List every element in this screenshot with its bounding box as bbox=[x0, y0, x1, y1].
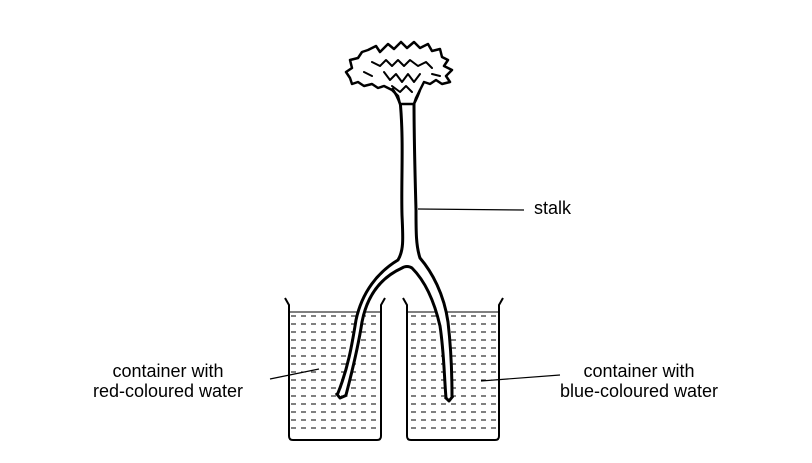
blue-container-label-line2: blue-coloured water bbox=[559, 381, 719, 401]
stalk-label: stalk bbox=[534, 198, 572, 218]
stalk-left-tip bbox=[334, 392, 348, 400]
left-beaker-outline bbox=[284, 297, 386, 441]
flower-head bbox=[344, 40, 454, 106]
red-container-leader-line bbox=[269, 368, 320, 380]
flower-base bbox=[390, 87, 422, 105]
left-water bbox=[289, 313, 379, 435]
blue-container-label: container with blue-coloured water bbox=[538, 361, 740, 401]
red-container-label-line1: container with bbox=[112, 361, 224, 381]
flower-outline bbox=[344, 40, 454, 106]
stalk-right-tip bbox=[443, 395, 455, 403]
red-container-label: container with red-coloured water bbox=[70, 361, 266, 401]
stalk-edge-left bbox=[336, 98, 405, 395]
stalk-edge-right bbox=[412, 98, 454, 398]
flower-inner-lines bbox=[363, 59, 441, 93]
left-container bbox=[284, 297, 386, 441]
right-beaker-outline bbox=[402, 297, 504, 441]
red-container-label-line2: red-coloured water bbox=[92, 381, 244, 401]
stalk-leader-line bbox=[417, 208, 525, 211]
blue-container-label-line1: container with bbox=[583, 361, 695, 381]
blue-container-leader-line bbox=[480, 374, 561, 382]
stalk-fill bbox=[340, 95, 452, 398]
stalk-crotch bbox=[344, 265, 448, 400]
stalk bbox=[334, 95, 455, 403]
